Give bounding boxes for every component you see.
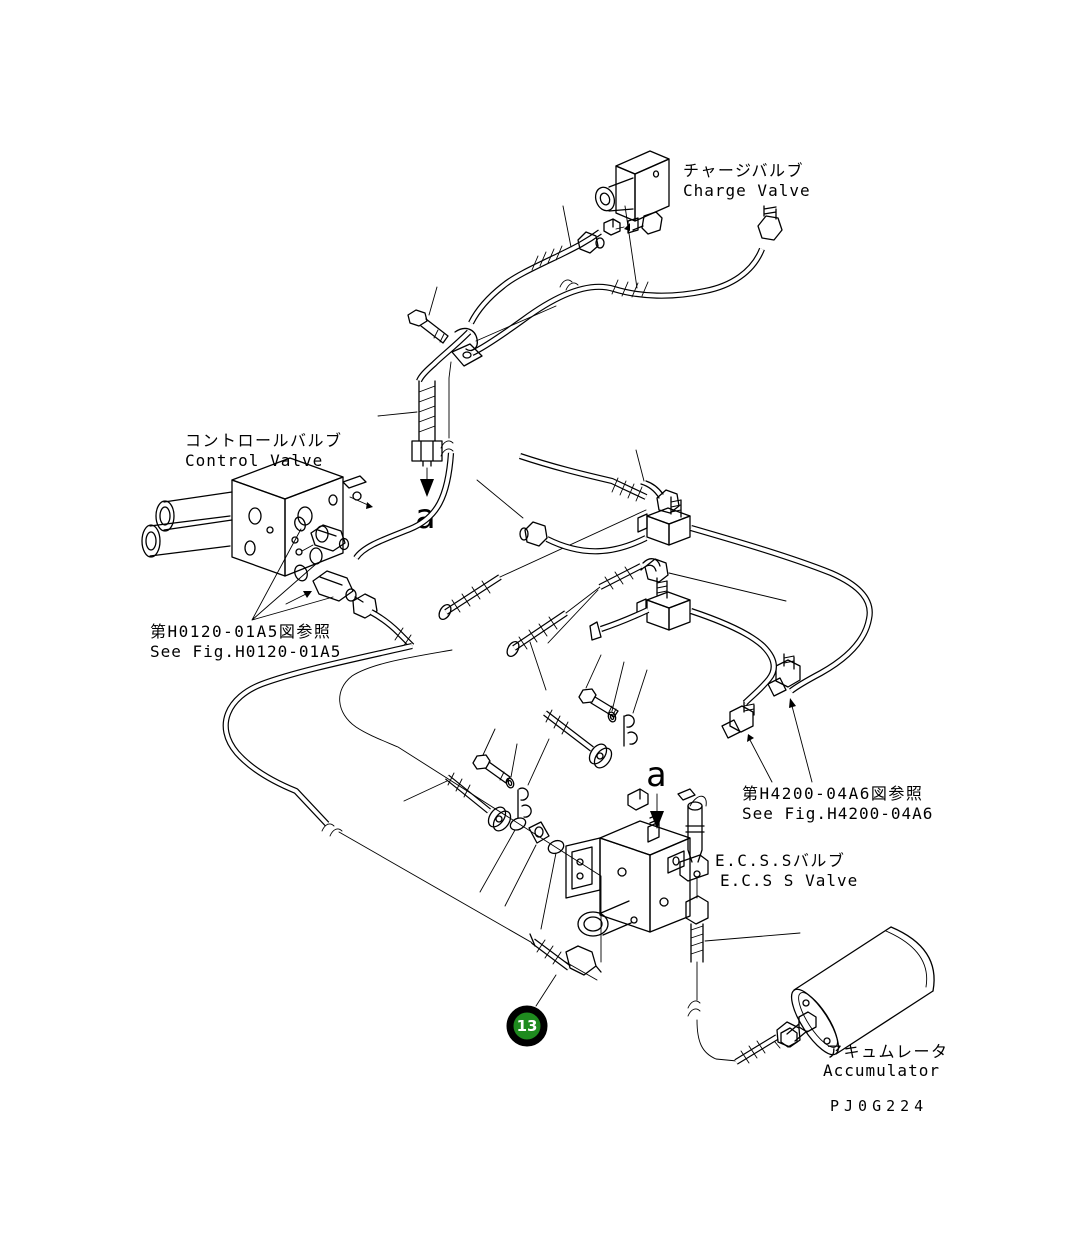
flange-tube-2 (403, 772, 512, 832)
elbow-fitting-t2 (721, 701, 755, 739)
o-ring (479, 817, 527, 893)
ref-h4200-arrows (747, 698, 813, 783)
hose-to-junction-1 (520, 449, 680, 514)
view-label-a-lower: a (646, 755, 666, 795)
accumulator-label: アキュムレータ Accumulator (823, 1042, 949, 1080)
mount-parts-row-2 (403, 728, 565, 930)
hose-clamp-bolt (407, 286, 449, 344)
flange-tube-1 (545, 709, 613, 769)
ecss-valve-label-jp: E.C.S.Sバルブ (715, 851, 845, 870)
view-a-lower-marker: a (646, 755, 666, 829)
elbow-fitting-t1 (767, 653, 801, 697)
charge-valve (594, 150, 670, 236)
ecss-valve (565, 788, 709, 937)
hose-13 (529, 933, 602, 1007)
elbow-hex-fitting (757, 205, 783, 241)
solenoid-cylinder (594, 177, 634, 212)
mount-parts-row-1 (545, 654, 648, 769)
thin-hose-with-break (356, 361, 453, 558)
elbow-fitting-1 (640, 480, 680, 514)
pressure-sensor (677, 788, 709, 899)
ecss-outlet-hose (685, 895, 801, 1063)
accumulator (774, 926, 935, 1056)
ecss-valve-label: E.C.S.Sバルブ E.C.S S Valve (715, 851, 858, 890)
ref-h0120-label-jp: 第H0120-01A5図参照 (150, 622, 331, 641)
junction-block-2 (636, 577, 691, 631)
charge-valve-label: チャージバルブ Charge Valve (683, 161, 811, 200)
accumulator-label-jp: アキュムレータ (826, 1042, 949, 1061)
charge-valve-hose-1 (471, 232, 605, 323)
flange-plate (504, 821, 550, 907)
junction-block-1 (637, 496, 691, 546)
accumulator-label-en: Accumulator (823, 1061, 940, 1080)
long-hose-2 (339, 649, 602, 963)
ref-h4200-label: 第H4200-04A6図参照 See Fig.H4200-04A6 (742, 784, 933, 823)
ecss-solenoid (577, 900, 632, 937)
charge-valve-label-jp: チャージバルブ (683, 161, 804, 180)
pipe-clamp-2 (517, 787, 532, 819)
mid-hose-spiral-a (438, 509, 647, 621)
ref-h0120-label: 第H0120-01A5図参照 See Fig.H0120-01A5 (150, 622, 341, 661)
charge-valve-label-en: Charge Valve (683, 181, 811, 200)
pipe-clamp-1 (623, 714, 638, 747)
tube-1 (691, 528, 870, 697)
gasket (540, 839, 565, 930)
callout-13[interactable]: 13 (506, 1005, 548, 1047)
ecss-valve-label-en: E.C.S S Valve (720, 871, 858, 890)
elbow-fitting-2 (640, 558, 669, 583)
mid-hose-spiral-b (506, 586, 601, 691)
ref-h4200-label-en: See Fig.H4200-04A6 (742, 804, 933, 823)
ref-h0120-label-en: See Fig.H0120-01A5 (150, 642, 341, 661)
control-valve-fittings (285, 516, 412, 647)
hose-h1 (476, 479, 646, 551)
callout-13-number: 13 (517, 1017, 538, 1035)
tube-2 (691, 611, 774, 739)
long-hose-1 (226, 646, 598, 981)
ref-h4200-label-jp: 第H4200-04A6図参照 (742, 784, 923, 803)
charge-valve-hose-2 (472, 205, 783, 353)
control-valve-label-en: Control Valve (185, 451, 323, 470)
hose-h2 (589, 610, 648, 641)
hose-to-junction-2 (547, 558, 787, 644)
control-valve (141, 457, 373, 577)
hose-clamp (451, 305, 557, 367)
control-valve-label: コントロールバルブ Control Valve (185, 431, 343, 470)
drawing-code: PJ0G224 (830, 1097, 928, 1115)
top-leader-lines (562, 205, 638, 289)
control-valve-label-jp: コントロールバルブ (185, 431, 343, 450)
ref-h0120-leaders (251, 528, 334, 621)
hose-to-view-a (377, 332, 469, 467)
spool-cylinders (141, 491, 233, 558)
